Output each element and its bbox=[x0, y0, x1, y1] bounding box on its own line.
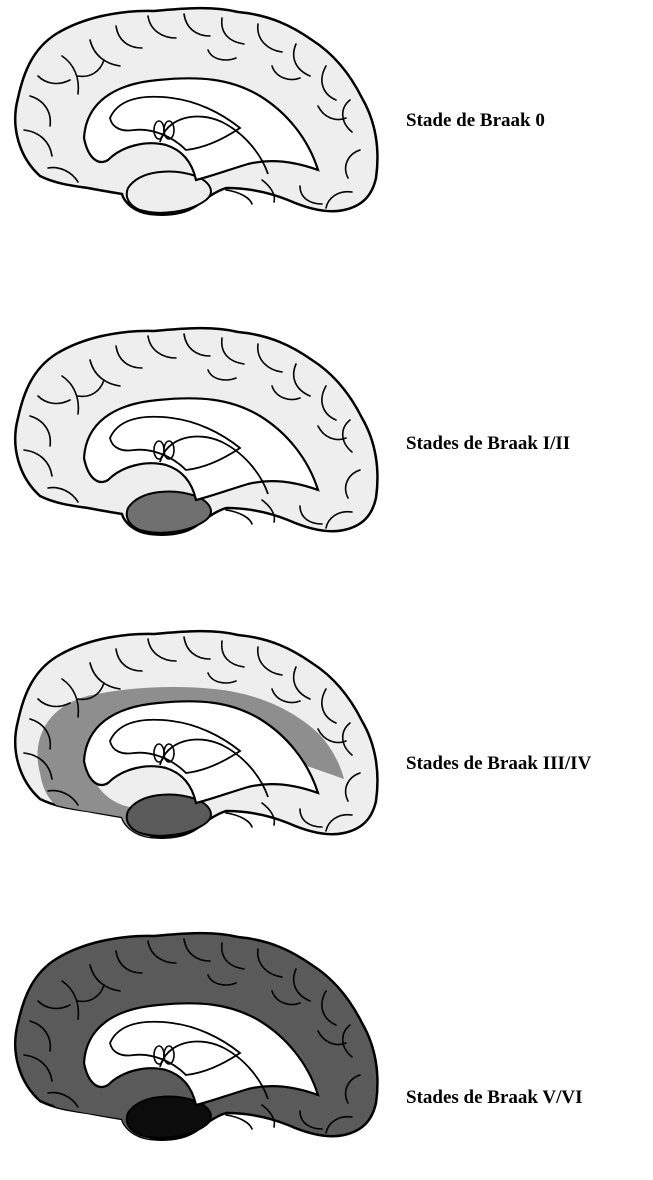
stage-label-0: Stade de Braak 0 bbox=[406, 110, 545, 132]
brain-group bbox=[15, 933, 377, 1140]
brain-group bbox=[15, 328, 377, 535]
stage-label-2: Stades de Braak III/IV bbox=[406, 753, 591, 775]
sulcus-line bbox=[226, 813, 252, 827]
brain-group bbox=[15, 631, 377, 838]
brain-medial-view-3 bbox=[0, 885, 653, 1180]
sulcus-line bbox=[226, 510, 252, 524]
stage-label-3: Stades de Braak V/VI bbox=[406, 1087, 582, 1109]
brain-group bbox=[15, 8, 377, 215]
stage-label-1: Stades de Braak I/II bbox=[406, 433, 570, 455]
sulcus-line bbox=[226, 190, 252, 204]
stage-panel-0: Stade de Braak 0 bbox=[0, 0, 653, 295]
stage-panel-2: Stades de Braak III/IV bbox=[0, 590, 653, 885]
brain-medial-view-0 bbox=[0, 0, 653, 295]
stage-panel-3: Stades de Braak V/VI bbox=[0, 885, 653, 1180]
stage-panel-1: Stades de Braak I/II bbox=[0, 295, 653, 590]
brain-medial-view-2 bbox=[0, 590, 653, 885]
sulcus-line bbox=[226, 1115, 252, 1129]
